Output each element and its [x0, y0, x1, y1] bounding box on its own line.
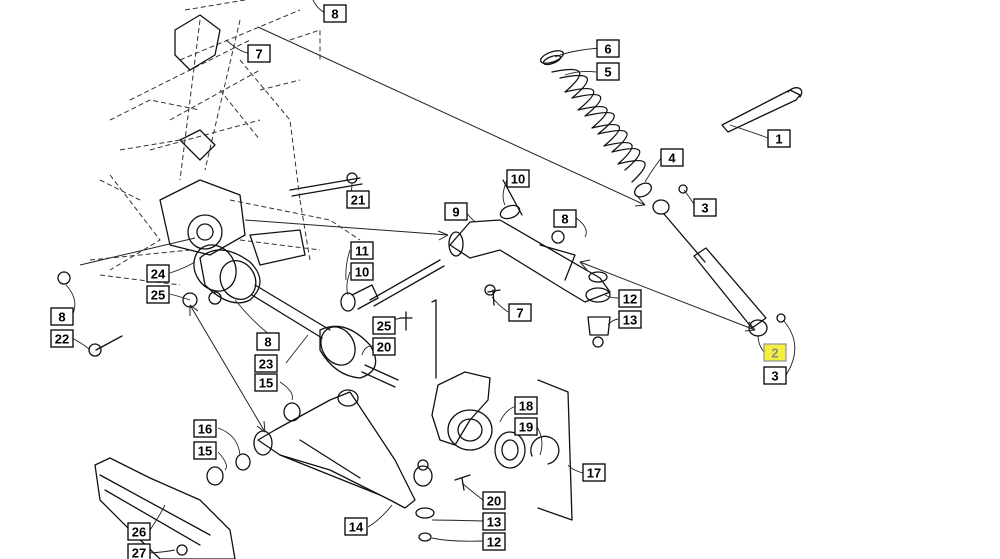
callout-19[interactable]: 19 [514, 417, 538, 436]
callout-25-mid[interactable]: 25 [372, 316, 396, 335]
drive-axle-part [182, 244, 413, 388]
callout-label: 25 [377, 319, 391, 334]
callout-17[interactable]: 17 [582, 463, 606, 482]
callout-label: 13 [623, 313, 637, 328]
callout-label: 21 [351, 193, 365, 208]
callout-label: 20 [487, 494, 501, 509]
callout-label: 19 [519, 420, 533, 435]
callout-12-lower[interactable]: 12 [482, 532, 506, 551]
callout-label: 7 [516, 306, 523, 321]
steering-knuckle-part [431, 299, 573, 521]
callout-label: 25 [151, 288, 165, 303]
callout-label: 17 [587, 466, 601, 481]
callout-25-left[interactable]: 25 [146, 285, 170, 304]
callout-22[interactable]: 22 [50, 329, 74, 348]
callout-15-upper[interactable]: 15 [254, 373, 278, 392]
callout-label: 22 [55, 332, 69, 347]
callout-label: 7 [255, 47, 262, 62]
callout-6[interactable]: 6 [596, 39, 620, 58]
callout-label: 6 [604, 42, 611, 57]
callout-14[interactable]: 14 [344, 517, 368, 536]
chassis-frame [89, 0, 361, 286]
callout-label: 27 [132, 546, 146, 559]
callout-15-lower[interactable]: 15 [193, 441, 217, 460]
callout-label: 20 [377, 340, 391, 355]
callout-1[interactable]: 1 [767, 129, 791, 148]
lower-a-arm-part [206, 389, 471, 542]
callout-13-lower[interactable]: 13 [482, 512, 506, 531]
callout-21[interactable]: 21 [346, 190, 370, 209]
callout-label: 8 [331, 7, 338, 22]
callout-3-upper[interactable]: 3 [693, 198, 717, 217]
callout-label: 14 [349, 520, 364, 535]
callout-11[interactable]: 11 [350, 241, 374, 260]
callout-label: 11 [355, 244, 369, 259]
assembly-arrows [79, 26, 756, 433]
callout-label: 8 [58, 310, 65, 325]
callout-13-upper[interactable]: 13 [618, 310, 642, 329]
callout-label: 3 [771, 369, 778, 384]
callout-label: 13 [487, 515, 501, 530]
callout-label: 5 [604, 65, 611, 80]
shock-absorber-part [633, 182, 786, 337]
callout-20-mid[interactable]: 20 [372, 337, 396, 356]
callout-label: 3 [701, 201, 708, 216]
coil-spring-part [539, 50, 646, 183]
callout-24[interactable]: 24 [146, 264, 170, 283]
callout-10-left[interactable]: 10 [350, 262, 374, 281]
callout-5[interactable]: 5 [596, 62, 620, 81]
callout-label: 10 [355, 265, 369, 280]
callout-8-center[interactable]: 8 [256, 332, 280, 351]
callout-8-top[interactable]: 8 [323, 4, 347, 23]
callout-8-left[interactable]: 8 [50, 307, 74, 326]
callout-23[interactable]: 23 [254, 354, 278, 373]
callout-label: 9 [452, 205, 459, 220]
callout-12-upper[interactable]: 12 [618, 289, 642, 308]
upper-a-arm-part [448, 179, 611, 348]
callout-label: 26 [132, 525, 146, 540]
callout-16[interactable]: 16 [193, 419, 217, 438]
callout-3-lower[interactable]: 3 [763, 366, 787, 385]
callout-2-highlighted[interactable]: 2 [763, 343, 787, 362]
callout-label: 1 [775, 132, 782, 147]
spanner-wrench-part [721, 87, 803, 133]
callout-9[interactable]: 9 [444, 202, 468, 221]
callout-label: 15 [259, 376, 273, 391]
callout-label: 12 [623, 292, 637, 307]
callout-label: 8 [561, 212, 568, 227]
left-fasteners-part [57, 271, 123, 357]
callout-label: 18 [519, 399, 533, 414]
callout-label: 24 [151, 267, 166, 282]
callout-label: 8 [264, 335, 271, 350]
callout-label: 12 [487, 535, 501, 550]
callout-7-top[interactable]: 7 [247, 44, 271, 63]
callout-label: 23 [259, 357, 273, 372]
callout-4[interactable]: 4 [660, 148, 684, 167]
callout-label: 16 [198, 422, 212, 437]
callout-label: 4 [668, 151, 676, 166]
callout-8-right[interactable]: 8 [553, 209, 577, 228]
callout-10-top[interactable]: 10 [506, 169, 530, 188]
callout-18[interactable]: 18 [514, 396, 538, 415]
callout-label: 10 [511, 172, 525, 187]
callout-label: 2 [771, 346, 778, 361]
callout-27[interactable]: 27 [127, 543, 151, 559]
callout-label: 15 [198, 444, 212, 459]
callout-26[interactable]: 26 [127, 522, 151, 541]
callout-20-lower[interactable]: 20 [482, 491, 506, 510]
skid-plate-part [94, 457, 236, 559]
callout-7-mid[interactable]: 7 [508, 303, 532, 322]
